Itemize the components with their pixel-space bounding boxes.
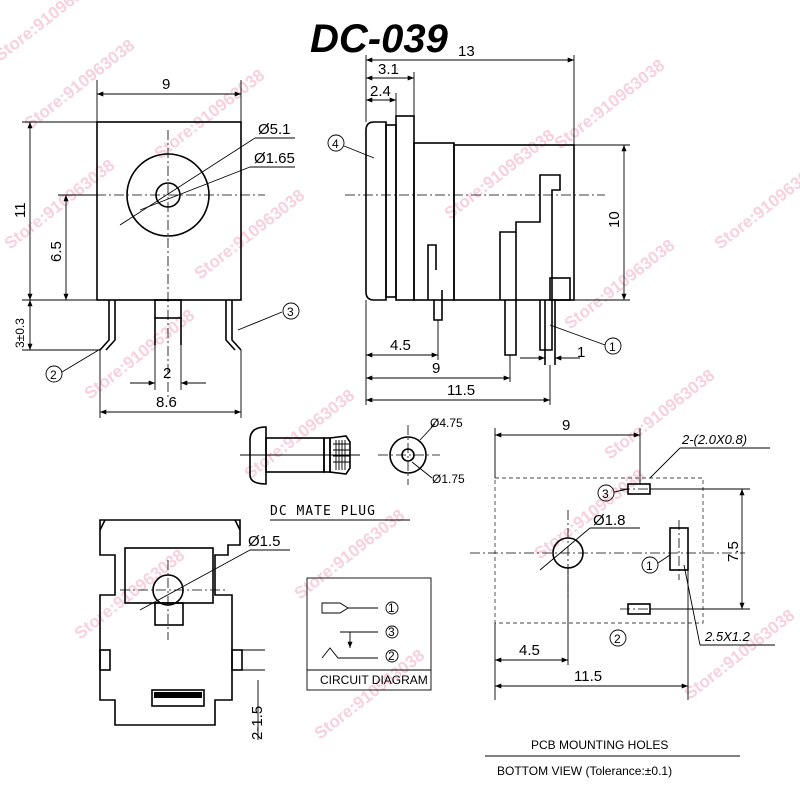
circuit-diagram: 1 3 2 CIRCUIT DIAGRAM [306,577,432,691]
callout-1: 1 [609,340,616,354]
dim-side-height: 10 [606,211,623,228]
bottom-dia-hole: Ø1.5 [248,533,281,550]
dim-dia-outer: Ø5.1 [258,121,291,138]
watermark-text: Store:910963038 [21,36,138,134]
pcb-caption-subtitle: BOTTOM VIEW (Tolerance:±0.1) [497,764,672,778]
watermark-layer: Store:910963038 Store:910963038 Store:91… [0,0,800,743]
pcb-slot-spec: 2-(2.0X0.8) [681,432,747,447]
watermark-text: Store:910963038 [711,156,800,254]
front-view: Ø5.1 Ø1.65 9 11 6.5 3±0.3 2 [12,76,300,418]
dim-pin-span: 8.6 [156,394,177,411]
dim-side-e: 11.5 [447,382,475,399]
dim-side-total: 13 [458,43,475,60]
dim-side-b: 2.4 [370,83,391,100]
pcb-dim-height: 7.5 [725,541,742,562]
dim-side-f: 1 [577,344,585,361]
watermark-text: Store:910963038 [551,56,668,154]
bottom-view: Ø1.5 2-1.5 [99,519,290,740]
pcb-dim-left: 4.5 [519,642,540,659]
watermark-text: Store:910963038 [0,0,108,65]
circuit-pin-3: 3 [388,625,395,639]
pcb-caption-title: PCB MOUNTING HOLES [531,738,668,752]
watermark-text: Store:910963038 [71,546,188,644]
callout-2: 2 [50,368,57,382]
callout-3: 3 [287,305,294,319]
watermark-text: Store:910963038 [241,386,358,484]
plug-dia-inner: Ø1.75 [432,472,465,486]
pcb-layout: Ø1.8 9 2-(2.0X0.8) 7.5 4.5 11.5 2.5X [470,417,775,778]
circuit-label: CIRCUIT DIAGRAM [320,673,428,687]
dim-pin-length: 3±0.3 [13,318,27,348]
watermark-text: Store:910963038 [601,366,718,464]
watermark-text: Store:910963038 [681,606,798,704]
pcb-dim-total: 11.5 [574,668,602,685]
dim-pin-width: 2 [163,365,171,382]
pcb-dia-center: Ø1.8 [593,512,626,529]
watermark-text: Store:910963038 [531,466,648,564]
watermark-text: Store:910963038 [311,646,428,744]
watermark-text: Store:910963038 [561,236,678,334]
circuit-pin-2: 2 [388,649,395,663]
dim-dia-inner: Ø1.65 [254,150,295,167]
dim-side-a: 3.1 [378,61,399,78]
drawing-title: DC-039 [310,17,449,61]
mate-plug: Ø4.75 Ø1.75 DC MATE PLUG [240,416,465,521]
dim-side-c: 4.5 [390,337,411,354]
dim-width: 9 [162,76,170,93]
plug-label: DC MATE PLUG [270,504,376,519]
knurl-pattern [333,440,350,470]
pcb-pad-spec: 2.5X1.2 [704,629,751,644]
dim-height: 11 [12,202,29,218]
callout-4: 4 [332,137,339,151]
dim-center-height: 6.5 [48,241,65,262]
pcb-dim-top: 9 [562,417,570,434]
pcb-callout-3: 3 [602,487,609,501]
dim-side-d: 9 [432,360,440,377]
bottom-dim-slot: 2-1.5 [249,706,266,740]
pcb-callout-2: 2 [614,632,621,646]
side-view: 13 3.1 2.4 10 4.5 9 11.5 1 4 1 [327,43,630,405]
pcb-callout-1: 1 [646,559,653,573]
circuit-pin-1: 1 [388,601,395,615]
plug-dia-outer: Ø4.75 [430,416,463,430]
